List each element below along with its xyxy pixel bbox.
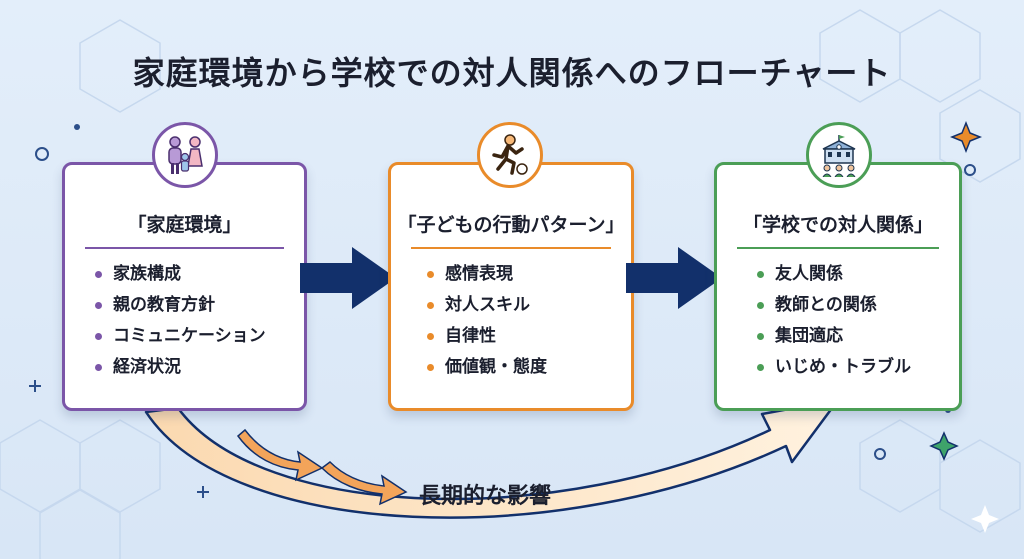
- sparkle-icon: [949, 120, 983, 154]
- divider: [411, 247, 611, 249]
- soccer-player-icon: [477, 122, 543, 188]
- sparkle-icon: [929, 431, 959, 461]
- list-item: いじめ・トラブル: [757, 352, 911, 383]
- deco-circle: [964, 164, 976, 176]
- list-item: 教師との関係: [757, 290, 911, 321]
- flow-arrow: [626, 247, 722, 309]
- influence-label: 長期的な影響: [419, 484, 552, 509]
- chevron-arrow-icon: [236, 428, 324, 482]
- behavior-pattern-card: 「子どもの行動パターン」 感情表現 対人スキル 自律性 価値観・態度: [388, 162, 634, 411]
- deco-circle: [874, 448, 886, 460]
- list-item: 感情表現: [427, 259, 547, 290]
- list-item: 価値観・態度: [427, 352, 547, 383]
- list-item: 友人関係: [757, 259, 911, 290]
- list-item: 家族構成: [95, 259, 266, 290]
- family-icon: [152, 122, 218, 188]
- divider: [737, 247, 939, 249]
- chevron-arrow-icon: [320, 461, 408, 506]
- card-heading: 「子どもの行動パターン」: [397, 214, 625, 236]
- item-list: 友人関係 教師との関係 集団適応 いじめ・トラブル: [757, 259, 911, 383]
- page-title: 家庭環境から学校での対人関係へのフローチャート: [132, 54, 892, 92]
- divider: [85, 247, 284, 249]
- item-list: 家族構成 親の教育方針 コミュニケーション 経済状況: [95, 259, 266, 383]
- card-heading: 「家庭環境」: [127, 214, 242, 236]
- school-icon: [806, 122, 872, 188]
- list-item: 集団適応: [757, 321, 911, 352]
- flow-arrow: [300, 247, 396, 309]
- list-item: 親の教育方針: [95, 290, 266, 321]
- plus-deco: [29, 380, 209, 498]
- list-item: コミュニケーション: [95, 321, 266, 352]
- family-environment-card: 「家庭環境」 家族構成 親の教育方針 コミュニケーション 経済状況: [62, 162, 307, 411]
- item-list: 感情表現 対人スキル 自律性 価値観・態度: [427, 259, 547, 383]
- school-relationship-card: 「学校での対人関係」 友人関係 教師との関係 集団適応 いじめ・トラブル: [714, 162, 962, 411]
- list-item: 自律性: [427, 321, 547, 352]
- list-item: 経済状況: [95, 352, 266, 383]
- list-item: 対人スキル: [427, 290, 547, 321]
- card-heading: 「学校での対人関係」: [742, 214, 933, 236]
- deco-circle: [35, 147, 49, 161]
- sparkle-icon: [971, 505, 999, 533]
